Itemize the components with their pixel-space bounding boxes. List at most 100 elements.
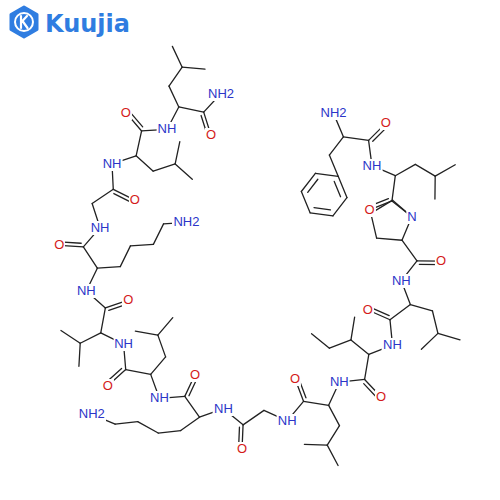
atom-label: NH bbox=[391, 274, 412, 288]
bond-line bbox=[158, 335, 166, 357]
bond-line bbox=[175, 142, 180, 164]
bond-line bbox=[126, 370, 151, 375]
logo-text: Kuujia bbox=[44, 10, 131, 38]
atom-label: O bbox=[289, 372, 301, 386]
bond-line bbox=[327, 445, 338, 465]
bond-line bbox=[101, 308, 106, 333]
bond-line bbox=[158, 318, 173, 335]
bond-line bbox=[351, 317, 355, 340]
bond-line bbox=[438, 333, 460, 339]
bond-line bbox=[120, 246, 130, 267]
logo-icon bbox=[11, 7, 37, 37]
atom-label: NH bbox=[102, 157, 123, 171]
atom-label: NH bbox=[213, 402, 234, 416]
bond-line bbox=[169, 86, 179, 107]
bond-line bbox=[136, 156, 153, 171]
bond-line bbox=[135, 331, 158, 335]
bond-line bbox=[304, 444, 327, 446]
atom-label: NH2 bbox=[172, 215, 200, 229]
atom-label: O bbox=[120, 106, 132, 120]
bond-line bbox=[390, 305, 410, 320]
logo-ring bbox=[15, 13, 33, 31]
bond-line bbox=[80, 333, 101, 343]
bond-line bbox=[329, 137, 343, 155]
bond-line bbox=[421, 333, 438, 349]
bond-line bbox=[434, 176, 436, 199]
bond-line bbox=[83, 247, 97, 268]
bond-line bbox=[153, 224, 163, 245]
atom-label: N bbox=[406, 210, 417, 224]
atom-label: NH bbox=[382, 338, 403, 352]
atom-label: NH bbox=[277, 414, 298, 428]
bond-line bbox=[351, 340, 369, 354]
atom-label: NH2 bbox=[207, 87, 235, 101]
bond-line bbox=[97, 267, 120, 269]
atom-label: O bbox=[129, 193, 141, 207]
bond-line bbox=[392, 176, 395, 201]
atom-label: O bbox=[362, 303, 374, 317]
bond-line bbox=[158, 431, 181, 434]
atom-label: NH bbox=[157, 122, 178, 136]
bond-line bbox=[301, 173, 315, 191]
bond-line bbox=[151, 357, 166, 374]
atom-label: O bbox=[435, 254, 447, 268]
bond-line bbox=[136, 131, 141, 156]
bond-line bbox=[327, 426, 339, 446]
bond-line bbox=[181, 417, 200, 430]
bond-line bbox=[312, 334, 330, 348]
bond-line bbox=[329, 155, 338, 176]
bond-line bbox=[432, 311, 437, 333]
bond-line bbox=[377, 238, 402, 240]
bond-line bbox=[179, 107, 204, 112]
bond-line bbox=[61, 331, 80, 344]
bond-line bbox=[415, 164, 435, 176]
bond-line bbox=[301, 192, 310, 213]
atom-label: O bbox=[236, 442, 248, 456]
atom-label: O bbox=[189, 368, 201, 382]
bond-line bbox=[395, 164, 415, 175]
atom-label: O bbox=[205, 128, 217, 142]
atom-label: NH bbox=[362, 159, 383, 173]
bond-line bbox=[315, 173, 338, 176]
bond-line bbox=[115, 422, 138, 425]
bond-line bbox=[153, 164, 175, 171]
bond-line bbox=[175, 164, 192, 179]
atom-label: NH bbox=[76, 284, 97, 298]
atom-label: O bbox=[102, 379, 114, 393]
bond-line bbox=[333, 198, 347, 216]
atom-label: NH2 bbox=[78, 407, 106, 421]
bond-line bbox=[308, 179, 318, 192]
bond-line bbox=[329, 340, 351, 348]
bond-line bbox=[243, 410, 264, 424]
bond-line bbox=[79, 343, 80, 366]
bond-line bbox=[304, 401, 329, 405]
bond-line bbox=[343, 137, 368, 141]
bond-line bbox=[402, 240, 417, 261]
bond-line bbox=[182, 67, 205, 69]
bond-line bbox=[172, 46, 182, 67]
bond-line bbox=[334, 181, 340, 196]
bond-line bbox=[329, 405, 340, 425]
atom-label: NH bbox=[90, 221, 111, 235]
logo-badge bbox=[11, 7, 37, 37]
atom-label: O bbox=[122, 293, 134, 307]
atom-label: NH bbox=[113, 337, 134, 351]
bond-line bbox=[92, 189, 113, 203]
atom-label: NH bbox=[329, 375, 350, 389]
bond-line bbox=[310, 213, 333, 216]
atom-label: O bbox=[363, 203, 375, 217]
atom-label: O bbox=[53, 238, 65, 252]
logo-mark bbox=[21, 16, 28, 28]
bond-line bbox=[365, 354, 369, 379]
bond-line bbox=[371, 213, 377, 238]
bond-layer bbox=[59, 46, 460, 465]
bond-line bbox=[185, 396, 200, 417]
bond-line bbox=[138, 422, 159, 433]
atom-label: NH bbox=[149, 391, 170, 405]
bond-line bbox=[169, 67, 182, 86]
bond-line bbox=[410, 305, 432, 311]
atom-label: O bbox=[375, 390, 387, 404]
bond-line bbox=[130, 244, 153, 246]
